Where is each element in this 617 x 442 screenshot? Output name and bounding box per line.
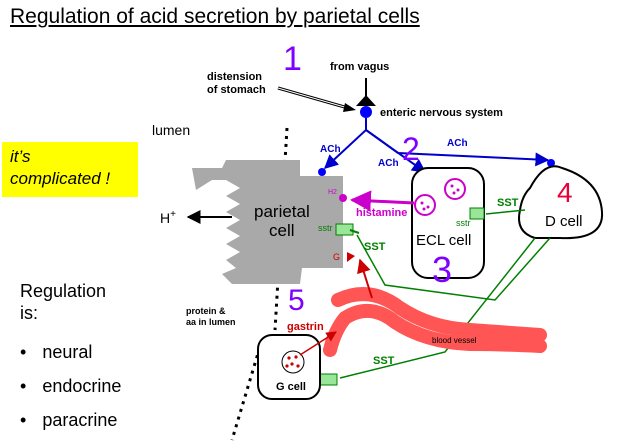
h-plus-label: H+ [160, 209, 176, 226]
sst-to-parietal [356, 234, 551, 301]
sst-label-parietal: SST [364, 241, 386, 253]
annotation-3: 3 [432, 249, 452, 290]
protein-label-2: aa in lumen [186, 317, 236, 327]
complicated-note: it’s complicated ! [2, 142, 138, 197]
distension-label-1: distension [207, 71, 262, 83]
g-receptor [347, 252, 355, 262]
note-line-1: it’s [10, 147, 31, 166]
m-receptor-parietal [318, 168, 326, 176]
histamine-label: histamine [356, 207, 407, 219]
lumen-label: lumen [152, 122, 190, 138]
sstr-receptor-gcell [319, 373, 338, 386]
sstr-label-ecl: sstr [456, 218, 471, 228]
parietal-label-2: cell [269, 221, 295, 240]
annotation-2: 2 [402, 131, 420, 167]
g-receptor-label: G [333, 252, 340, 262]
d-cell-label: D cell [545, 213, 583, 230]
ecl-vesicle-2 [414, 194, 436, 216]
distension-arrowhead [343, 103, 356, 112]
sstr-receptor-ecl [469, 207, 485, 220]
annotation-5: 5 [288, 284, 305, 317]
annotation-1: 1 [283, 40, 302, 78]
parietal-cell [192, 160, 343, 284]
m-receptor-dcell [547, 159, 555, 167]
g-cell-label: G cell [276, 381, 306, 393]
regulation-item-neural: neural [20, 340, 121, 374]
annotation-4: 4 [557, 177, 573, 208]
ecl-vesicle-1 [444, 178, 466, 200]
ach-arrow-dcell [365, 129, 550, 167]
histamine-arrow [349, 190, 415, 212]
distension-label-2: of stomach [207, 84, 266, 96]
h2-label: H2 [328, 189, 337, 196]
distension-arrow-inner [277, 87, 349, 109]
ach-arrow-parietal [323, 118, 367, 169]
sstr-label-parietal: sstr [318, 223, 333, 233]
note-line-2: complicated ! [10, 169, 111, 188]
gastrin-label: gastrin [287, 321, 324, 333]
sst-to-gcell [339, 237, 536, 379]
parietal-label-1: parietal [254, 202, 310, 221]
blood-vessel [323, 287, 547, 357]
enteric-label: enteric nervous system [380, 107, 503, 119]
ach-label-1: ACh [320, 144, 341, 155]
blood-vessel-label: blood vessel [432, 336, 477, 345]
enteric-neuron [360, 106, 372, 118]
regulation-list: neural endocrine paracrine [20, 340, 121, 442]
regulation-heading-line-2: is: [20, 303, 38, 323]
h2-receptor [339, 194, 347, 202]
vagus-terminal [356, 95, 376, 106]
d-cell [518, 165, 604, 240]
sst-label-gcell: SST [373, 355, 395, 367]
regulation-item-paracrine: paracrine [20, 408, 121, 442]
sst-to-ecl [485, 209, 526, 215]
gastrin-arrow-to-blood [299, 331, 337, 356]
regulation-item-endocrine: endocrine [20, 374, 121, 408]
page-title: Regulation of acid secretion by parietal… [10, 5, 420, 28]
from-vagus-label: from vagus [330, 61, 389, 73]
sst-label-dcell: SST [497, 197, 519, 209]
sstr-receptor-parietal [335, 223, 354, 236]
gastrin-arrow-to-parietal [357, 258, 373, 299]
regulation-heading: Regulation is: [20, 280, 106, 324]
ach-label-3: ACh [447, 138, 468, 149]
regulation-heading-line-1: Regulation [20, 281, 107, 301]
ach-label-2: ACh [378, 158, 399, 169]
protein-label-1: protein & [186, 306, 226, 316]
ecl-cell-label: ECL cell [416, 232, 471, 249]
